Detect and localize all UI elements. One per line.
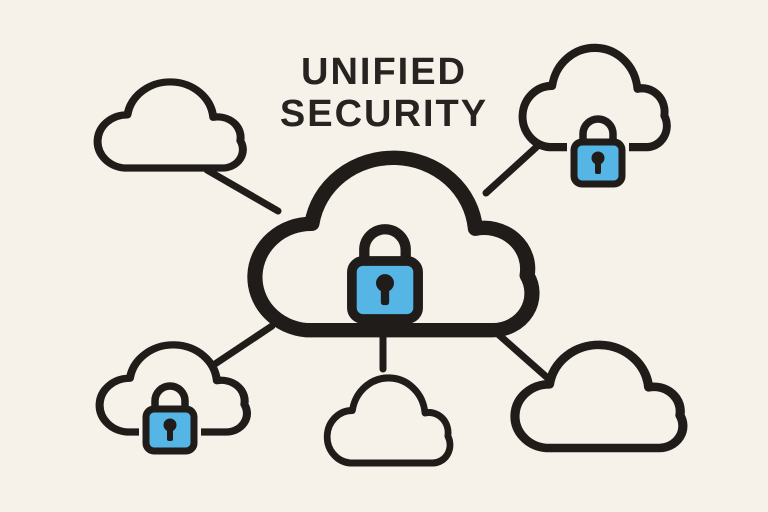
bottom-right-cloud xyxy=(515,345,683,448)
connection-line-top-right xyxy=(482,138,546,197)
page-title: UNIFIED SECURITY xyxy=(280,51,488,135)
top-left-cloud xyxy=(98,82,243,168)
bottom-center-cloud xyxy=(327,378,450,463)
connection-line-top-left xyxy=(203,166,282,215)
title-line-2: SECURITY xyxy=(280,93,488,135)
padlocks xyxy=(139,112,629,457)
connection-line-bottom-left xyxy=(205,322,276,372)
padlock-bottom-left xyxy=(139,379,201,457)
padlock-top-right xyxy=(567,112,629,190)
title-line-1: UNIFIED xyxy=(301,51,467,93)
